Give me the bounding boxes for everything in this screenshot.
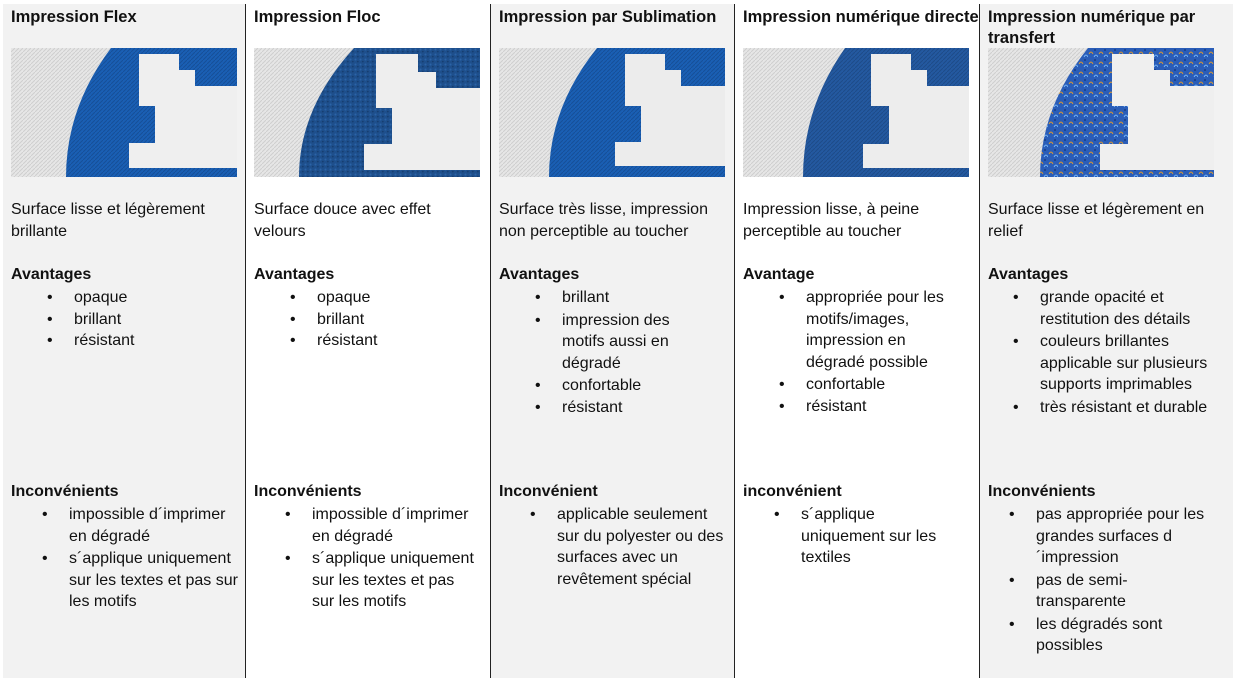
drawbacks-heading: Inconvénient — [499, 483, 598, 500]
list-item: impression des motifs aussi en dégradé — [535, 310, 697, 375]
list-item: brillant — [290, 309, 477, 331]
advantages-heading: Avantages — [254, 266, 335, 283]
column-title: Impression numérique par transfert — [988, 8, 1196, 47]
advantages-list: appropriée pour les motifs/images, impre… — [779, 287, 964, 418]
column-description: Surface lisse et légèrement brillante — [11, 201, 205, 240]
column-title: Impression Floc — [254, 8, 381, 26]
drawbacks-list: impossible d´imprimer en dégradé s´appli… — [42, 504, 239, 613]
column-floc: Impression Floc Surface douce avec effet… — [245, 4, 490, 678]
list-item: résistant — [779, 396, 964, 418]
list-item: résistant — [290, 330, 477, 352]
list-item: pas de semi-transparente — [1009, 570, 1216, 613]
drawbacks-list: impossible d´imprimer en dégradé s´appli… — [285, 504, 480, 613]
list-item: couleurs brillantes applicable sur plusi… — [1013, 331, 1225, 396]
advantages-heading: Avantages — [11, 266, 92, 283]
drawbacks-list: applicable seulement sur du polyester ou… — [530, 504, 729, 590]
column-description: Surface douce avec effet velours — [254, 201, 431, 240]
list-item: impossible d´imprimer en dégradé — [42, 504, 239, 547]
advantages-heading: Avantages — [499, 266, 580, 283]
column-sublimation: Impression par Sublimation Surface très … — [490, 4, 734, 678]
column-transfer-digital: Impression numérique par transfert Surfa… — [979, 4, 1233, 678]
list-item: s´applique uniquement sur les textes et … — [285, 548, 480, 613]
list-item: opaque — [47, 287, 234, 309]
list-item: applicable seulement sur du polyester ou… — [530, 504, 729, 590]
floc-print-sample-image — [254, 48, 480, 177]
sublimation-print-sample-image — [499, 48, 725, 177]
list-item: très résistant et durable — [1013, 397, 1225, 419]
list-item: brillant — [47, 309, 234, 331]
drawbacks-list: s´applique uniquement sur les textiles — [774, 504, 961, 569]
column-title: Impression Flex — [11, 8, 137, 26]
drawbacks-heading: Inconvénients — [254, 483, 362, 500]
advantages-list: grande opacité et restitution des détail… — [1013, 287, 1225, 419]
list-item: résistant — [535, 397, 697, 419]
list-item: opaque — [290, 287, 477, 309]
list-item: les dégradés sont possibles — [1009, 614, 1216, 657]
direct-digital-print-sample-image — [743, 48, 969, 177]
advantages-list: opaque brillant résistant — [290, 287, 477, 352]
list-item: brillant — [535, 287, 697, 309]
list-item: confortable — [779, 374, 964, 396]
list-item: grande opacité et restitution des détail… — [1013, 287, 1225, 330]
drawbacks-list: pas appropriée pour les grandes surfaces… — [1009, 504, 1216, 657]
advantages-list: brillant impression des motifs aussi en … — [535, 287, 697, 419]
drawbacks-heading: Inconvénients — [11, 483, 119, 500]
column-title: Impression numérique directe — [743, 8, 979, 26]
column-title: Impression par Sublimation — [499, 8, 717, 26]
column-description: Impression lisse, à peine perceptible au… — [743, 201, 920, 240]
column-description: Surface très lisse, impression non perce… — [499, 201, 708, 240]
flex-print-sample-image — [11, 48, 237, 177]
advantages-heading: Avantages — [988, 266, 1069, 283]
column-description: Surface lisse et légèrement en relief — [988, 201, 1205, 240]
list-item: confortable — [535, 375, 697, 397]
drawbacks-heading: inconvénient — [743, 483, 842, 500]
list-item: impossible d´imprimer en dégradé — [285, 504, 480, 547]
list-item: s´applique uniquement sur les textes et … — [42, 548, 239, 613]
advantages-heading: Avantage — [743, 266, 815, 283]
list-item: s´applique uniquement sur les textiles — [774, 504, 961, 569]
list-item: résistant — [47, 330, 234, 352]
transfer-digital-print-sample-image — [988, 48, 1214, 177]
drawbacks-heading: Inconvénients — [988, 483, 1096, 500]
advantages-list: opaque brillant résistant — [47, 287, 234, 352]
comparison-table: Impression Flex Surface lisse et légèrem… — [3, 4, 1233, 678]
column-direct-digital: Impression numérique directe Impression … — [734, 4, 979, 678]
column-flex: Impression Flex Surface lisse et légèrem… — [3, 4, 245, 678]
list-item: appropriée pour les motifs/images, impre… — [779, 287, 964, 373]
list-item: pas appropriée pour les grandes surfaces… — [1009, 504, 1216, 569]
